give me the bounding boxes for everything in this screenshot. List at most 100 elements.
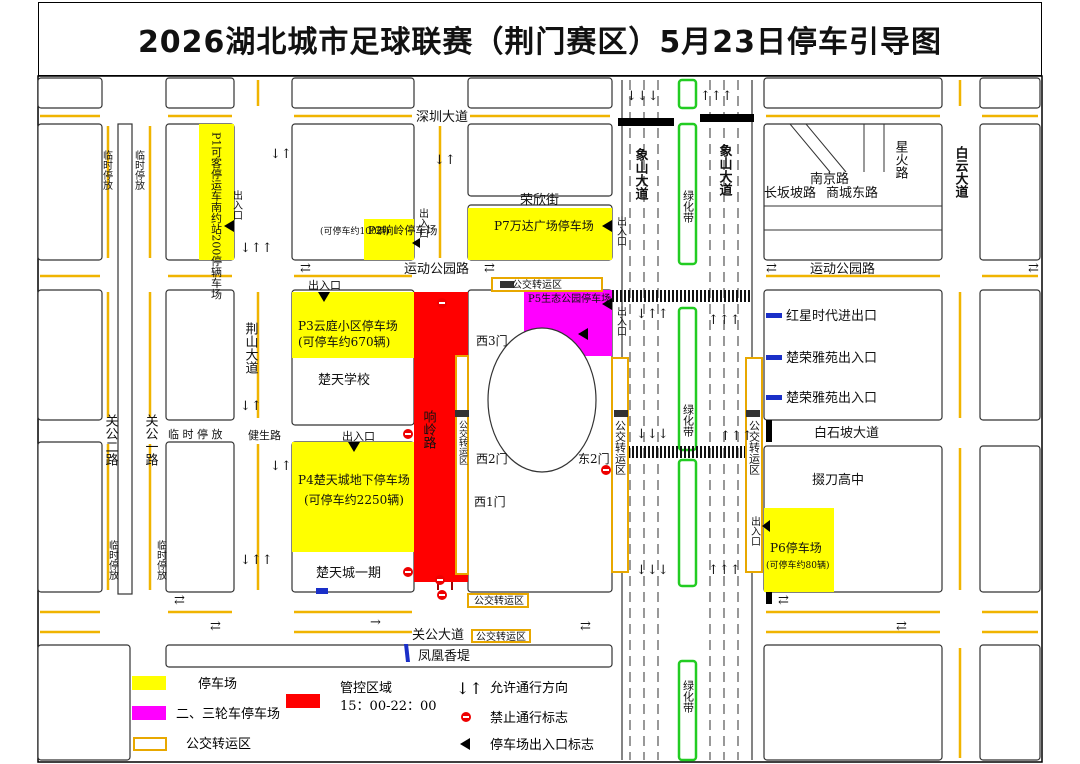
green-belts [677, 78, 698, 762]
temp-parking-label: 临时停放 [155, 539, 167, 581]
transit-label: 公交转运区 [474, 594, 524, 607]
map-title: 2026湖北城市足球联赛（荆门赛区）5月23日停车引导图 [137, 25, 943, 60]
svg-text:↓↓↓: ↓↓↓ [626, 89, 659, 104]
exit-label: 楚荣雅苑出入口 [786, 391, 877, 406]
gate-label: 东2门 [578, 451, 610, 466]
parking-p6-label: P6停车场 [770, 540, 822, 555]
legend-forbidden-label: 禁止通行标志 [490, 711, 568, 726]
legend-allowed-label: 允许通行方向 [490, 680, 568, 696]
entrance-icon [578, 328, 588, 340]
road-label: 白石坡大道 [814, 425, 879, 441]
stop-bars [618, 114, 772, 604]
temp-parking-label: 临时停放 [133, 149, 145, 191]
parking-p1-label: P1可客停运车南约站200停辆车场 [210, 132, 223, 300]
legend-transit-label: 公交转运区 [186, 736, 251, 752]
transit-label: 公交转运区 [614, 420, 627, 475]
legend: 停车场 二、三轮车停车场 公交转运区 管控区域 15：00-22：00 ↓↑ 允… [132, 676, 594, 753]
svg-text:⇄: ⇄ [580, 619, 591, 634]
svg-text:⇄: ⇄ [210, 619, 221, 634]
entrance-icon [224, 220, 234, 232]
parking-p2[interactable] [364, 219, 414, 260]
legend-swatch-tricycle [132, 706, 166, 720]
parking-p2-capacity: (可停车约100辆) [320, 225, 389, 237]
parking-p3-label: P3云庭小区停车场 [298, 318, 398, 333]
svg-text:↓↑↑: ↓↑↑ [636, 307, 669, 322]
svg-text:⇄: ⇄ [766, 261, 777, 276]
svg-text:↓↑: ↓↑ [270, 147, 292, 162]
parking-p4[interactable] [292, 442, 414, 552]
parking-p6[interactable] [764, 508, 834, 592]
exit-markers [316, 313, 782, 662]
parking-p2-label: P2响岭停车场 [368, 223, 437, 237]
svg-text:⇄: ⇄ [174, 593, 185, 608]
entrance-label: 出入口 [342, 429, 375, 443]
vertical-labels: 象山大道 象山大道 白云大道 星火路 荆山大道 关公二路 关公一路 响岭路 绿化… [101, 140, 969, 714]
road-label: 临 时 停 放 [168, 427, 223, 441]
road-label: 象山大道 [633, 147, 649, 201]
legend-swatch-parking [132, 676, 166, 690]
parking-p3-capacity: (可停车约670辆) [298, 334, 390, 349]
legend-swatch-transit [133, 737, 167, 751]
entrance-label: 出入口 [749, 515, 761, 546]
crosswalk [612, 446, 752, 458]
road-label: 荣欣街 [520, 193, 559, 208]
entrance-icon [762, 520, 770, 532]
svg-text:↑↑↑: ↑↑↑ [708, 313, 741, 328]
entrance-icon [602, 220, 612, 232]
parking-p3[interactable] [292, 292, 414, 358]
allowed-direction-icon: ↓↑ [456, 679, 483, 698]
svg-text:⇄: ⇄ [896, 619, 907, 634]
road-label: 运动公园路 [404, 261, 469, 277]
svg-text:↓↑: ↓↑ [434, 153, 456, 168]
road-label: 深圳大道 [416, 110, 468, 125]
entrance-label: 出入口 [231, 189, 243, 220]
parking-p1[interactable] [199, 124, 234, 260]
road-label: 关公二路 [103, 414, 119, 466]
svg-text:↓↑: ↓↑ [240, 399, 262, 414]
legend-control-time: 15：00-22：00 [340, 699, 437, 714]
road-label: 关公大道 [412, 628, 464, 643]
legend-entrance-label: 停车场出入口标志 [490, 737, 594, 753]
exit-label: 红星时代进出口 [786, 308, 877, 324]
svg-text:↑↑↑: ↑↑↑ [720, 429, 753, 444]
road-label: 运动公园路 [810, 261, 875, 277]
road-label: 商城东路 [826, 185, 878, 201]
map-title-box: 2026湖北城市足球联赛（荆门赛区）5月23日停车引导图 [38, 2, 1042, 76]
svg-text:↓↓↓: ↓↓↓ [636, 427, 669, 442]
parking-labels: P1可客停运车南约站200停辆车场 P2响岭停车场 (可停车约100辆) P7万… [210, 132, 830, 571]
gate-label: 西2门 [476, 451, 508, 466]
place-label: 凤凰香堤 [418, 649, 470, 664]
temp-parking-label: 临时停放 [101, 149, 113, 191]
road-label: 荆山大道 [243, 321, 259, 374]
parking-p7[interactable] [468, 208, 612, 260]
green-belt-label: 绿化带 [682, 189, 695, 224]
crosswalk [612, 290, 752, 302]
entrance-icon [412, 238, 420, 248]
road-label: 星火路 [893, 140, 909, 179]
entrance-label: 出入口 [308, 278, 341, 292]
no-entry-signs [403, 298, 611, 600]
parking-p4-label: P4楚天城地下停车场 [298, 472, 410, 487]
svg-text:⇄: ⇄ [484, 261, 495, 276]
legend-parking-label: 停车场 [198, 676, 237, 692]
parking-p5-label: P5生态公园停车场 [528, 292, 611, 305]
transit-label: 公交转运区 [748, 420, 761, 475]
svg-text:⇄: ⇄ [778, 593, 789, 608]
bus-icons [455, 281, 760, 417]
svg-text:⇄: ⇄ [300, 261, 311, 276]
entrance-icon [318, 292, 330, 302]
svg-text:↓↓↓: ↓↓↓ [636, 563, 669, 578]
parking-p6-capacity: (可停车约80辆) [766, 559, 829, 571]
road-label: 象山大道 [717, 143, 733, 197]
parking-p4-capacity: (可停车约2250辆) [304, 492, 404, 507]
svg-text:↑↑↑: ↑↑↑ [700, 89, 733, 104]
road-label: 关公一路 [143, 414, 159, 466]
place-label: 楚天学校 [318, 372, 370, 388]
place-label: 掇刀高中 [812, 472, 864, 488]
traffic-arrows: ↓↑ ↓↑↑ ⇄ ⇄ ⇄ ⇄ ⇄ ⇄ ⇄ ⇄ ⇄ ↓↑↑ ↓↑ ↓↑ ↓↓↓ ↑… [174, 89, 1039, 634]
stadium [487, 327, 597, 473]
parking-p7-label: P7万达广场停车场 [494, 218, 594, 233]
gate-label: 西3门 [476, 333, 508, 348]
green-belt-label: 绿化带 [682, 679, 695, 714]
